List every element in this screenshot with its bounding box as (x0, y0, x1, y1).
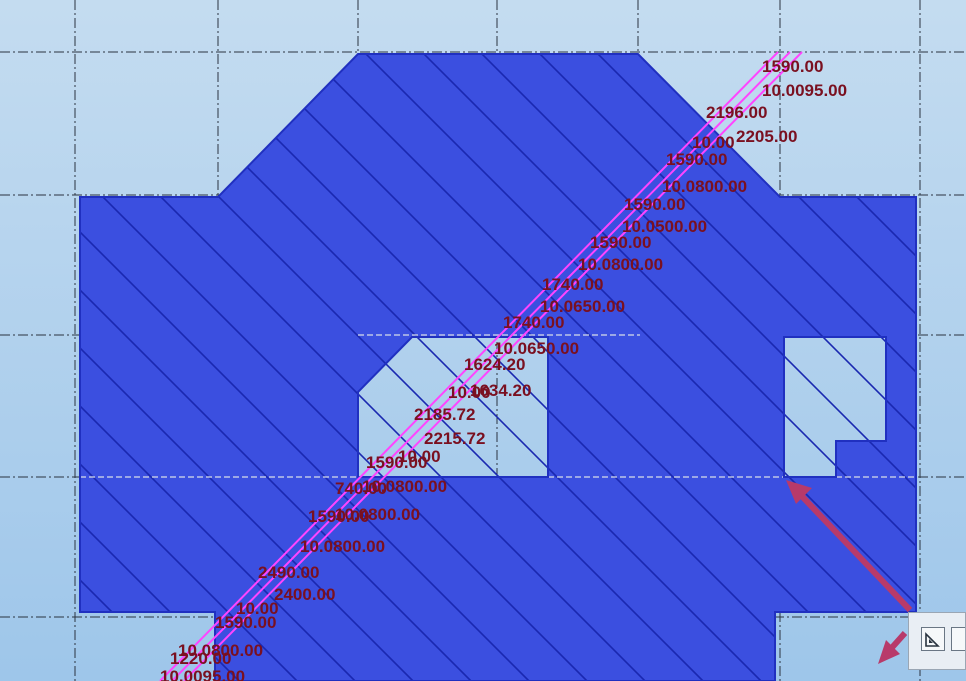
view-icon[interactable] (921, 627, 945, 651)
hatch-line (80, 54, 646, 681)
toolbar-button-partial[interactable] (951, 627, 965, 651)
rebar-label: 2196.00 (706, 103, 767, 122)
rebar-label: 2215.72 (424, 429, 485, 448)
rebar-label: 10.0095.00 (762, 81, 847, 100)
slab-region[interactable] (80, 54, 916, 681)
hatch-line (80, 54, 356, 681)
rebar-band-line[interactable] (171, 51, 791, 681)
rebar-label: 2490.00 (258, 563, 319, 582)
rebar-label: 1624.20 (464, 355, 525, 374)
arrow-head (878, 640, 900, 664)
hatch-line (427, 54, 916, 681)
hatch-line (253, 54, 916, 681)
hatch-line (80, 54, 472, 681)
rebar-labels: 1590.0010.0095.002196.002205.0010.001590… (160, 57, 847, 681)
rebar-label: 740.00 (335, 479, 387, 498)
rebar-band-line[interactable] (183, 51, 803, 681)
rebar-label: 1590.00 (366, 453, 427, 472)
rebar-label: 10.0800.00 (578, 255, 663, 274)
hatch-line (485, 54, 916, 681)
arrow-shaft (793, 487, 913, 613)
rebar-label: 1590.00 (215, 613, 276, 632)
rebar-label: 10.0650.00 (494, 339, 579, 358)
rebar-label: 1590.00 (762, 57, 823, 76)
red-arrow-icon (786, 480, 913, 664)
hatch-line (80, 54, 588, 681)
rebar-label: 2400.00 (274, 585, 335, 604)
rebar-label: 10.0800.00 (300, 537, 385, 556)
slab-outline (79, 53, 917, 681)
rebar-label: 10.0800.00 (662, 177, 747, 196)
rebar-label: 2185.72 (414, 405, 475, 424)
rebar-label: 10.0800.00 (362, 477, 447, 496)
rebar-label: 10.00 (398, 447, 441, 466)
rebar-label: 10.0800.00 (335, 505, 420, 524)
rebar-label: 1590.00 (624, 195, 685, 214)
hatch-line (80, 54, 530, 681)
rebar-label: 10.0800.00 (178, 641, 263, 660)
floating-toolbar (908, 612, 966, 670)
hatch-line (543, 54, 916, 681)
rebar-label: 1590.00 (590, 233, 651, 252)
rebar-label: 1590.00 (308, 507, 369, 526)
rebar-label: 10.0095.00 (160, 667, 245, 681)
rebar-label: 10.00 (448, 383, 491, 402)
arrow-head (786, 480, 812, 504)
rebar-label: 10.00 (236, 599, 279, 618)
rebar-label: 1740.00 (542, 275, 603, 294)
rebar-label: 10.0650.00 (540, 297, 625, 316)
hatch-line (80, 54, 414, 681)
hatch-line (369, 54, 916, 681)
rebar-label: 10.0500.00 (622, 217, 707, 236)
hatch-line (195, 54, 878, 681)
hatch-line (311, 54, 916, 681)
rebar-label: 1590.00 (666, 150, 727, 169)
hatch-line (80, 54, 298, 681)
rebar-band-line[interactable] (159, 51, 779, 681)
hatch-line (80, 54, 240, 681)
rebar-label: 10.00 (692, 133, 735, 152)
rebar-distribution-lines[interactable] (159, 51, 803, 681)
rebar-label: 2205.00 (736, 127, 797, 146)
rebar-label: 1634.20 (470, 381, 531, 400)
rebar-label: 1740.00 (503, 313, 564, 332)
rebar-label: 1220.00 (170, 649, 231, 668)
